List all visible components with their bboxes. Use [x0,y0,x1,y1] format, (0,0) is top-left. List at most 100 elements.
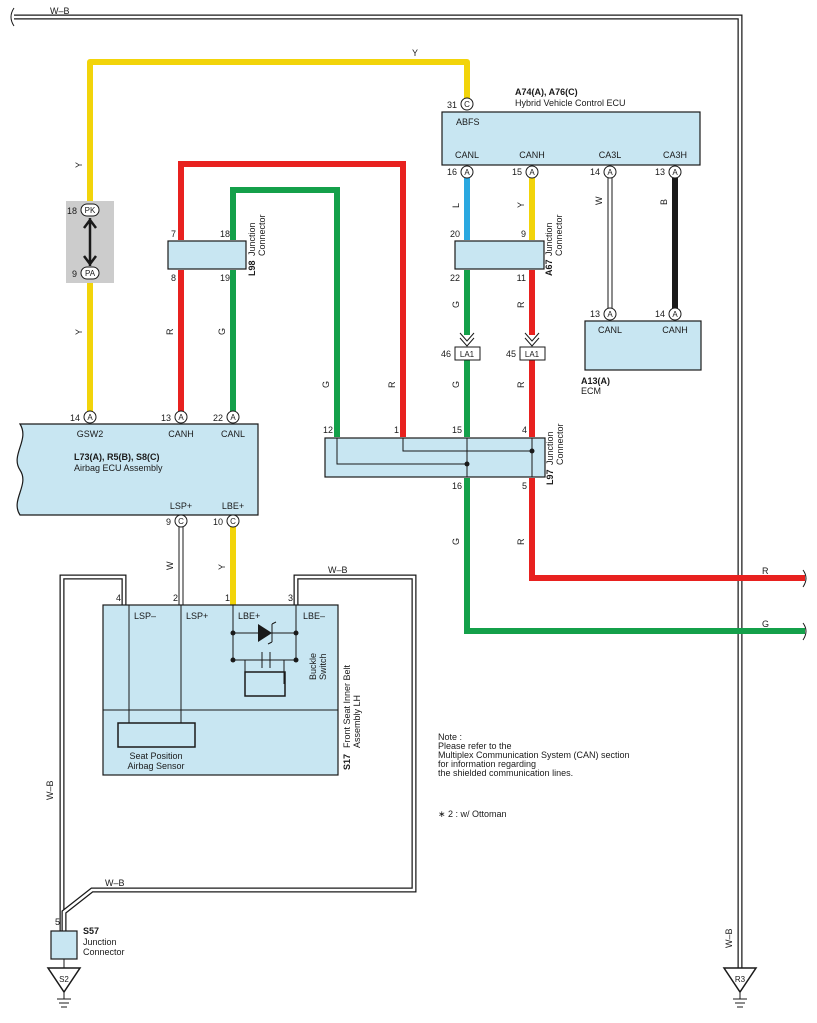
ecu-hv-pin-14: A 14 [590,165,617,179]
svg-text:L97: L97 [545,469,555,485]
airbag-pin-9: C 9 [166,514,188,528]
svg-text:R: R [516,301,526,308]
svg-text:CA3H: CA3H [663,150,687,160]
airbag-title: L73(A), R5(B), S8(C) [74,452,160,462]
svg-text:7: 7 [171,229,176,239]
svg-text:5: 5 [522,481,527,491]
buckle-switch-label: Buckle Switch [308,653,328,680]
s57-title: S57 [83,926,99,936]
svg-text:A: A [464,168,470,177]
ecu-hv-pin-13: A 13 [655,165,682,179]
ecu-hv-pin-15: A 15 [512,165,539,179]
wire-r-out [529,478,805,581]
svg-text:14: 14 [590,167,600,177]
svg-text:R3: R3 [735,975,746,984]
svg-text:19: 19 [220,273,230,283]
svg-text:C: C [464,100,470,109]
airbag-pin-10: C 10 [213,514,240,528]
wire-break-g [802,622,807,641]
svg-text:Note :: Note : [438,732,462,742]
svg-text:11: 11 [517,273,526,283]
svg-text:ABFS: ABFS [456,117,480,127]
svg-text:9: 9 [166,517,171,527]
svg-text:15: 15 [452,425,462,435]
airbag-ecu-box [16,423,259,516]
l97-box [324,437,546,478]
svg-text:Front Seat Inner Belt: Front Seat Inner Belt [342,664,352,748]
wire-break-top-left [10,7,15,27]
svg-text:Connector: Connector [554,214,564,256]
svg-text:B: B [659,199,669,205]
buckle-switch-resistor [244,671,286,697]
svg-text:4: 4 [116,593,121,603]
wire-break-r [802,569,807,588]
l98-label: L98 Junction Connector [247,214,267,276]
svg-text:CANL: CANL [598,325,622,335]
svg-text:A: A [672,168,678,177]
svg-text:18: 18 [220,229,230,239]
svg-text:A: A [672,310,678,319]
svg-text:G: G [451,538,461,545]
svg-text:R: R [762,566,769,576]
l97-internal-wiring [336,438,533,477]
note-block: Note : Please refer to the Multiplex Com… [438,732,630,819]
svg-text:W–B: W–B [724,928,734,948]
svg-text:C: C [178,517,184,526]
ecu-hv-subtitle: Hybrid Vehicle Control ECU [515,98,626,108]
svg-text:LBE–: LBE– [303,611,325,621]
airbag-subtitle: Airbag ECU Assembly [74,463,163,473]
wire-y-abfs [87,59,470,412]
ecu-hv-pin-31: C 31 [447,97,474,111]
la1-arrow-g [459,332,475,347]
zener-diode-icon [258,621,277,645]
ecu-hv-pin-16: A 16 [447,165,474,179]
svg-text:22: 22 [450,273,460,283]
svg-text:G: G [217,328,227,335]
svg-text:S17: S17 [342,754,352,770]
svg-text:W–B: W–B [105,878,125,888]
svg-text:S2: S2 [59,975,69,984]
svg-text:13: 13 [655,167,665,177]
svg-text:Y: Y [217,564,227,570]
seat-position-sensor-box [117,722,196,748]
svg-text:12: 12 [323,425,333,435]
svg-text:15: 15 [512,167,522,177]
wb-wire-top [14,14,743,975]
svg-text:5: 5 [55,917,60,927]
a67-box [454,240,545,270]
svg-text:Junction: Junction [83,937,117,947]
svg-text:LSP+: LSP+ [170,501,192,511]
svg-text:9: 9 [72,269,77,279]
svg-text:CA3L: CA3L [599,150,622,160]
svg-text:9: 9 [521,229,526,239]
svg-text:16: 16 [447,167,457,177]
svg-text:PA: PA [85,269,96,278]
wb-wire-s17-loop [59,574,417,935]
svg-text:Connector: Connector [257,214,267,256]
svg-text:16: 16 [452,481,462,491]
svg-text:4: 4 [522,425,527,435]
svg-text:Please refer to the: Please refer to the [438,741,512,751]
svg-text:Y: Y [516,202,526,208]
svg-text:LA1: LA1 [460,350,475,359]
s17-label: S17 Front Seat Inner Belt Assembly LH [342,664,362,770]
pin-pa: PA [80,266,100,280]
s57-box [50,930,78,960]
pin-pk: PK [80,203,100,217]
svg-text:LBE+: LBE+ [222,501,244,511]
svg-text:G: G [321,381,331,388]
svg-text:W–B: W–B [328,565,348,575]
svg-text:∗ 2 : w/ Ottoman: ∗ 2 : w/ Ottoman [438,809,507,819]
svg-text:3: 3 [288,593,293,603]
svg-text:LA1: LA1 [525,350,540,359]
ecm-pin-14: A 14 [655,307,682,321]
svg-text:Y: Y [74,329,84,335]
airbag-pin-22: A 22 [213,410,240,424]
svg-text:R: R [387,381,397,388]
svg-text:Buckle: Buckle [308,653,318,680]
svg-text:A: A [607,168,613,177]
svg-text:R: R [516,538,526,545]
svg-text:14: 14 [655,309,665,319]
svg-text:Junction: Junction [247,222,257,256]
